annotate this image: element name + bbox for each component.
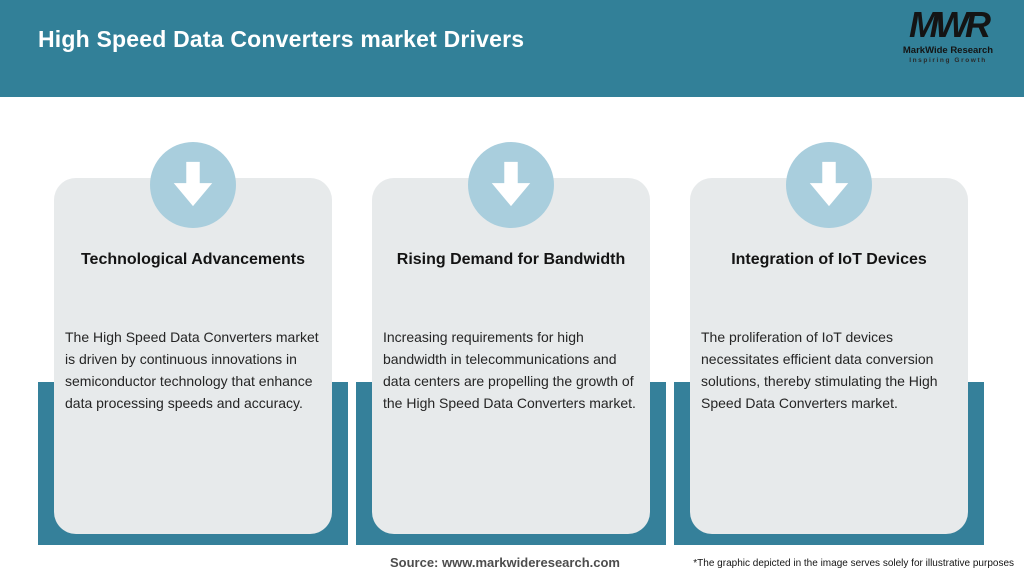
card-title: Integration of IoT Devices	[731, 251, 927, 268]
logo-acronym: MWR	[909, 4, 991, 45]
header-bar: High Speed Data Converters market Driver…	[0, 0, 1024, 97]
card-panel	[690, 178, 968, 534]
driver-card: Integration of IoT Devices The prolifera…	[674, 0, 984, 576]
card-description: The proliferation of IoT devices necessi…	[701, 329, 938, 411]
card-description: The High Speed Data Converters market is…	[65, 329, 319, 411]
page-title: High Speed Data Converters market Driver…	[38, 26, 525, 52]
card-panel	[372, 178, 650, 534]
card-title: Technological Advancements	[80, 251, 306, 268]
logo-name: MarkWide Research	[902, 45, 994, 56]
card-title: Rising Demand for Bandwidth	[396, 251, 626, 268]
driver-card: Technological Advancements The High Spee…	[38, 0, 348, 576]
markwide-logo: MWR MarkWide Research Inspiring Growth	[888, 7, 1008, 64]
card-description: Increasing requirements for high bandwid…	[383, 329, 636, 411]
card-panel	[54, 178, 332, 534]
down-arrow-icon	[150, 142, 236, 228]
disclaimer-text: *The graphic depicted in the image serve…	[693, 558, 1014, 569]
driver-card: Rising Demand for Bandwidth Increasing r…	[356, 0, 666, 576]
source-text: Source: www.markwideresearch.com	[389, 555, 620, 570]
logo-tagline: Inspiring Growth	[909, 56, 987, 64]
down-arrow-icon	[786, 142, 872, 228]
down-arrow-icon	[468, 142, 554, 228]
